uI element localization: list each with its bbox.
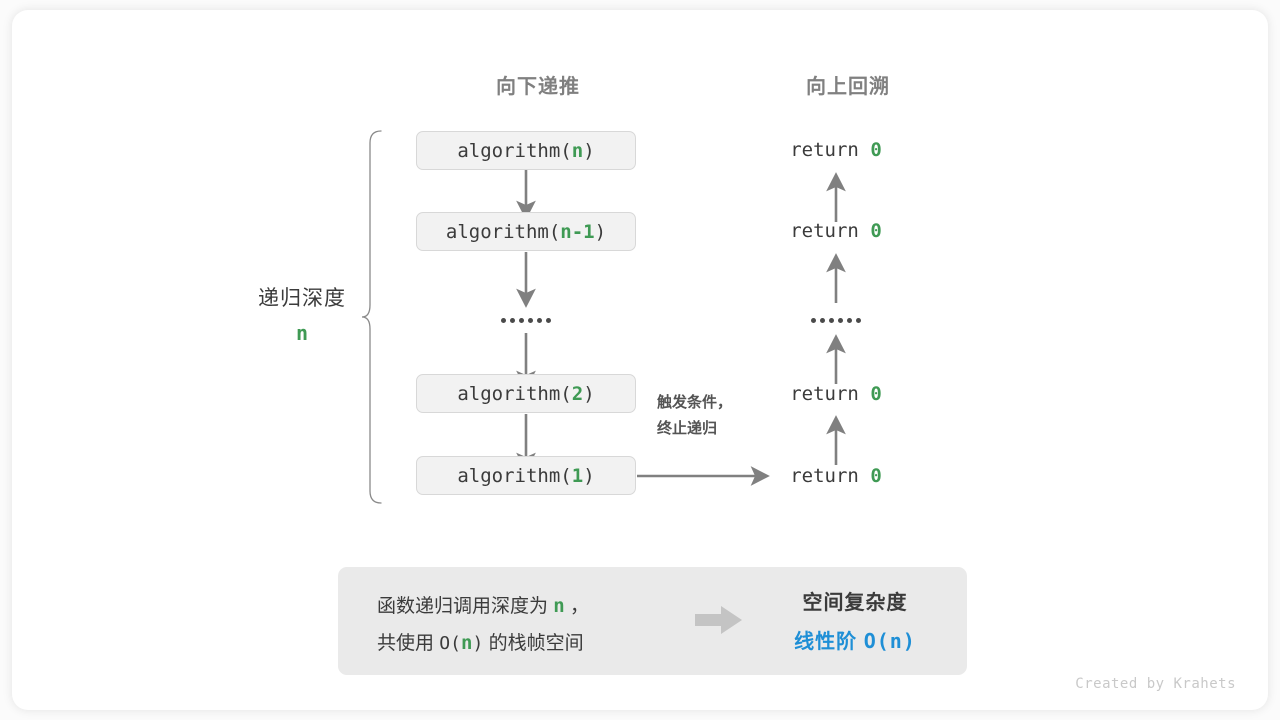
return-statement-1: return 0 [746, 139, 926, 161]
complexity-bigo: O(n) [863, 629, 916, 653]
column-header-ascend: 向上回溯 [806, 76, 890, 98]
return-statement-3: return 0 [746, 383, 926, 405]
call-box-prefix: algorithm( [457, 139, 572, 162]
summary-line2-bigo-close: ) [472, 633, 484, 654]
dot [829, 318, 834, 323]
return-statement-2: return 0 [746, 220, 926, 242]
summary-line2-text-b: 的栈帧空间 [488, 633, 584, 654]
call-box-arg: n-1 [560, 220, 595, 243]
dot [838, 318, 843, 323]
return-keyword: return [790, 383, 859, 405]
call-box-suffix: ) [583, 464, 595, 487]
complexity-order-name: 线性阶 [794, 631, 858, 653]
dot [546, 318, 551, 323]
summary-line-2: 共使用 O(n) 的栈帧空间 [377, 625, 589, 662]
call-box-arg: 2 [571, 382, 584, 405]
return-keyword: return [790, 139, 859, 161]
call-ellipsis [436, 318, 616, 323]
dot [811, 318, 816, 323]
return-value: 0 [870, 220, 882, 242]
depth-brace [361, 130, 382, 504]
summary-panel: 函数递归调用深度为 n ， 共使用 O(n) 的栈帧空间 空间复杂度 线性阶 O… [338, 567, 967, 675]
return-ellipsis [746, 318, 926, 323]
dot [528, 318, 533, 323]
call-box-prefix: algorithm( [457, 464, 572, 487]
summary-line1-text-a: 函数递归调用深度为 [377, 596, 549, 617]
return-keyword: return [790, 465, 859, 487]
call-box-n[interactable]: algorithm(n) [416, 131, 636, 170]
call-box-suffix: ) [583, 382, 595, 405]
call-box-1[interactable]: algorithm(1) [416, 456, 636, 495]
return-value: 0 [870, 465, 882, 487]
summary-line2-n: n [460, 632, 473, 654]
dot [519, 318, 524, 323]
column-header-descend: 向下递推 [496, 76, 580, 98]
dot [537, 318, 542, 323]
call-box-prefix: algorithm( [457, 382, 572, 405]
call-box-arg: n [571, 139, 584, 162]
return-value: 0 [870, 383, 882, 405]
return-value: 0 [870, 139, 882, 161]
summary-line-1: 函数递归调用深度为 n ， [377, 588, 589, 625]
base-case-note-line1: 触发条件， [657, 394, 733, 411]
dot [820, 318, 825, 323]
summary-line1-text-b: ， [570, 596, 590, 617]
summary-line2-text-a: 共使用 [377, 633, 435, 654]
dot [856, 318, 861, 323]
dot [510, 318, 515, 323]
complexity-value: 线性阶 O(n) [762, 625, 948, 654]
dot [501, 318, 506, 323]
call-box-prefix: algorithm( [445, 220, 561, 243]
summary-line2-bigo-open: O( [439, 633, 461, 654]
call-box-arg: 1 [571, 464, 584, 487]
recursion-depth-label: 递归深度 n [227, 282, 377, 345]
call-box-2[interactable]: algorithm(2) [416, 374, 636, 413]
connector-layer [361, 130, 846, 504]
diagram-card: 向下递推 向上回溯 [12, 10, 1268, 710]
call-box-suffix: ) [583, 139, 595, 162]
summary-description: 函数递归调用深度为 n ， 共使用 O(n) 的栈帧空间 [377, 588, 589, 662]
summary-line1-n: n [553, 595, 565, 617]
return-statement-4: return 0 [746, 465, 926, 487]
return-keyword: return [790, 220, 859, 242]
implies-arrow-icon [695, 606, 742, 634]
dot [847, 318, 852, 323]
call-box-suffix: ) [594, 220, 607, 243]
credit-text: Created by Krahets [1075, 676, 1236, 692]
complexity-title: 空间复杂度 [802, 592, 908, 614]
complexity-result: 空间复杂度 线性阶 O(n) [762, 586, 948, 654]
base-case-note: 触发条件， 终止递归 [657, 390, 797, 442]
base-case-note-line2: 终止递归 [657, 420, 718, 437]
call-box-n-minus-1[interactable]: algorithm(n-1) [416, 212, 636, 251]
recursion-depth-text: 递归深度 [258, 287, 346, 310]
recursion-depth-value: n [295, 321, 309, 345]
